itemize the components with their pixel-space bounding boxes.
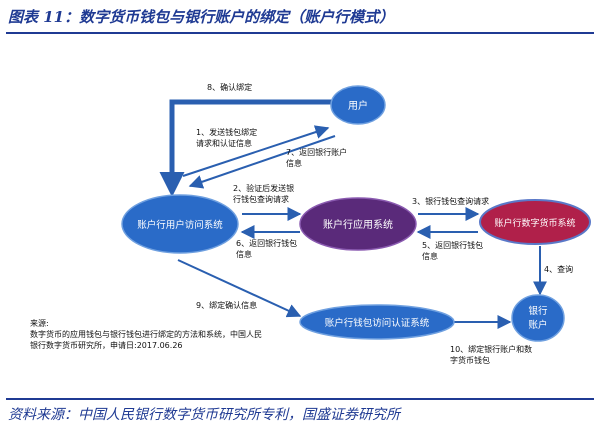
node-access-system-label: 账户行用户访问系统	[137, 219, 223, 231]
node-access-system	[121, 194, 239, 254]
page-title: 图表 11：数字货币钱包与银行账户的绑定（账户行模式）	[8, 8, 395, 26]
node-auth-system	[299, 304, 455, 340]
label-5-line2: 信息	[422, 251, 438, 261]
label-8: 8、确认绑定	[207, 82, 252, 92]
arrow-1-binding-request	[182, 125, 330, 177]
source-note-line: 银行数字货币研究所，申请日:2017.06.26	[30, 341, 183, 350]
node-user	[330, 85, 386, 125]
arrow-7-return-account	[188, 135, 336, 189]
label-7-line1: 7、返回银行账户	[286, 147, 347, 157]
label-1-line2: 请求和认证信息	[196, 138, 252, 148]
label-7-line2: 信息	[286, 158, 302, 168]
label-4: 4、查询	[544, 264, 573, 274]
label-6-line2: 信息	[236, 249, 252, 259]
source-note: 来源: 数字货币的应用钱包与银行钱包进行绑定的方法和系统，中国人民 银行数字货币…	[30, 318, 262, 351]
node-bank-account-line2: 账户	[528, 319, 547, 331]
label-10-line2: 字货币钱包	[450, 355, 490, 365]
node-currency-system	[479, 199, 591, 245]
label-3: 3、银行钱包查询请求	[412, 196, 489, 206]
label-5-line1: 5、返回银行钱包	[422, 240, 483, 250]
node-auth-system-label: 账户行钱包访问认证系统	[325, 317, 430, 329]
node-currency-system-label: 账户行数字货币系统	[494, 217, 575, 229]
node-app-system-label: 账户行应用系统	[323, 218, 393, 231]
label-2-line2: 行钱包查询请求	[233, 194, 289, 204]
source-note-line: 来源:	[30, 319, 49, 328]
node-user-label: 用户	[348, 99, 368, 112]
node-bank-account	[511, 294, 565, 342]
node-bank-account-line1: 银行	[528, 305, 548, 317]
label-2-line1: 2、验证后发送银	[233, 183, 294, 193]
node-app-system	[299, 197, 417, 251]
bottom-rule	[6, 398, 594, 400]
label-6-line1: 6、返回银行钱包	[236, 238, 297, 248]
label-1-line1: 1、发送钱包绑定	[196, 127, 257, 137]
source-note-line: 数字货币的应用钱包与银行钱包进行绑定的方法和系统，中国人民	[30, 330, 262, 339]
source-footer: 资料来源：中国人民银行数字货币研究所专利，国盛证券研究所	[8, 407, 400, 423]
label-10-line1: 10、绑定银行账户和数	[450, 344, 532, 354]
label-9: 9、绑定确认信息	[196, 300, 257, 310]
arrow-8-confirm-binding	[159, 99, 335, 197]
top-rule	[6, 32, 594, 34]
arrow-9-confirm-info	[177, 259, 302, 318]
